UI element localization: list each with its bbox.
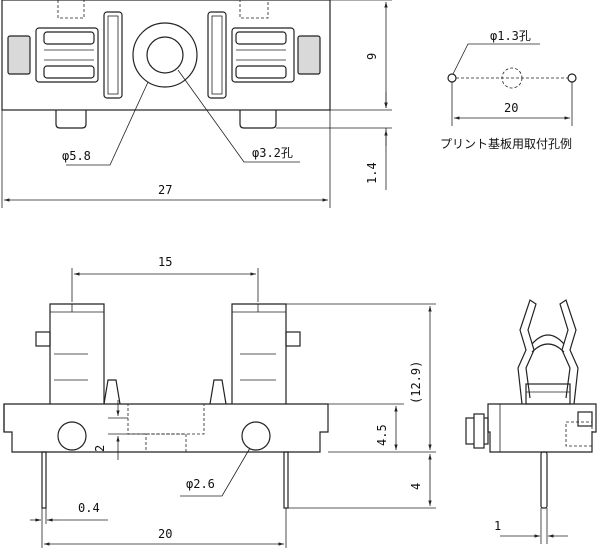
front-hole-left [57,421,87,451]
label-phi13: φ1.3孔 [490,29,531,43]
left-clip [7,11,123,99]
top-view: φ5.8 φ3.2孔 27 9 1.4 [1,0,392,208]
pcb-hole-right [567,73,577,83]
side-view: 1 [465,299,597,544]
hole-outer [132,22,198,88]
label-04: 0.4 [78,501,100,515]
label-14: 1.4 [365,162,379,184]
label-27: 27 [158,183,172,197]
pcb-hole-example: φ1.3孔 20 プリント基板用取付孔例 [440,29,577,151]
label-2: 2 [93,445,107,452]
label-45: 4.5 [375,424,389,446]
hole-inner [146,36,184,74]
label-129: (12.9) [409,361,423,404]
label-phi32: φ3.2孔 [252,146,293,160]
pcb-hole-left [447,73,457,83]
label-4: 4 [409,483,423,490]
label-phi58: φ5.8 [62,149,91,163]
label-20-front: 20 [158,527,172,541]
side-clip [517,299,579,405]
right-clip [207,11,321,99]
front-hole-right [241,421,271,451]
pcb-caption: プリント基板用取付孔例 [440,137,572,151]
front-view: 15 φ2.6 2 [3,255,436,548]
label-1: 1 [494,519,501,533]
label-15: 15 [158,255,172,269]
label-phi26: φ2.6 [186,477,215,491]
label-20-pcb: 20 [504,101,518,115]
label-9: 9 [365,53,379,60]
